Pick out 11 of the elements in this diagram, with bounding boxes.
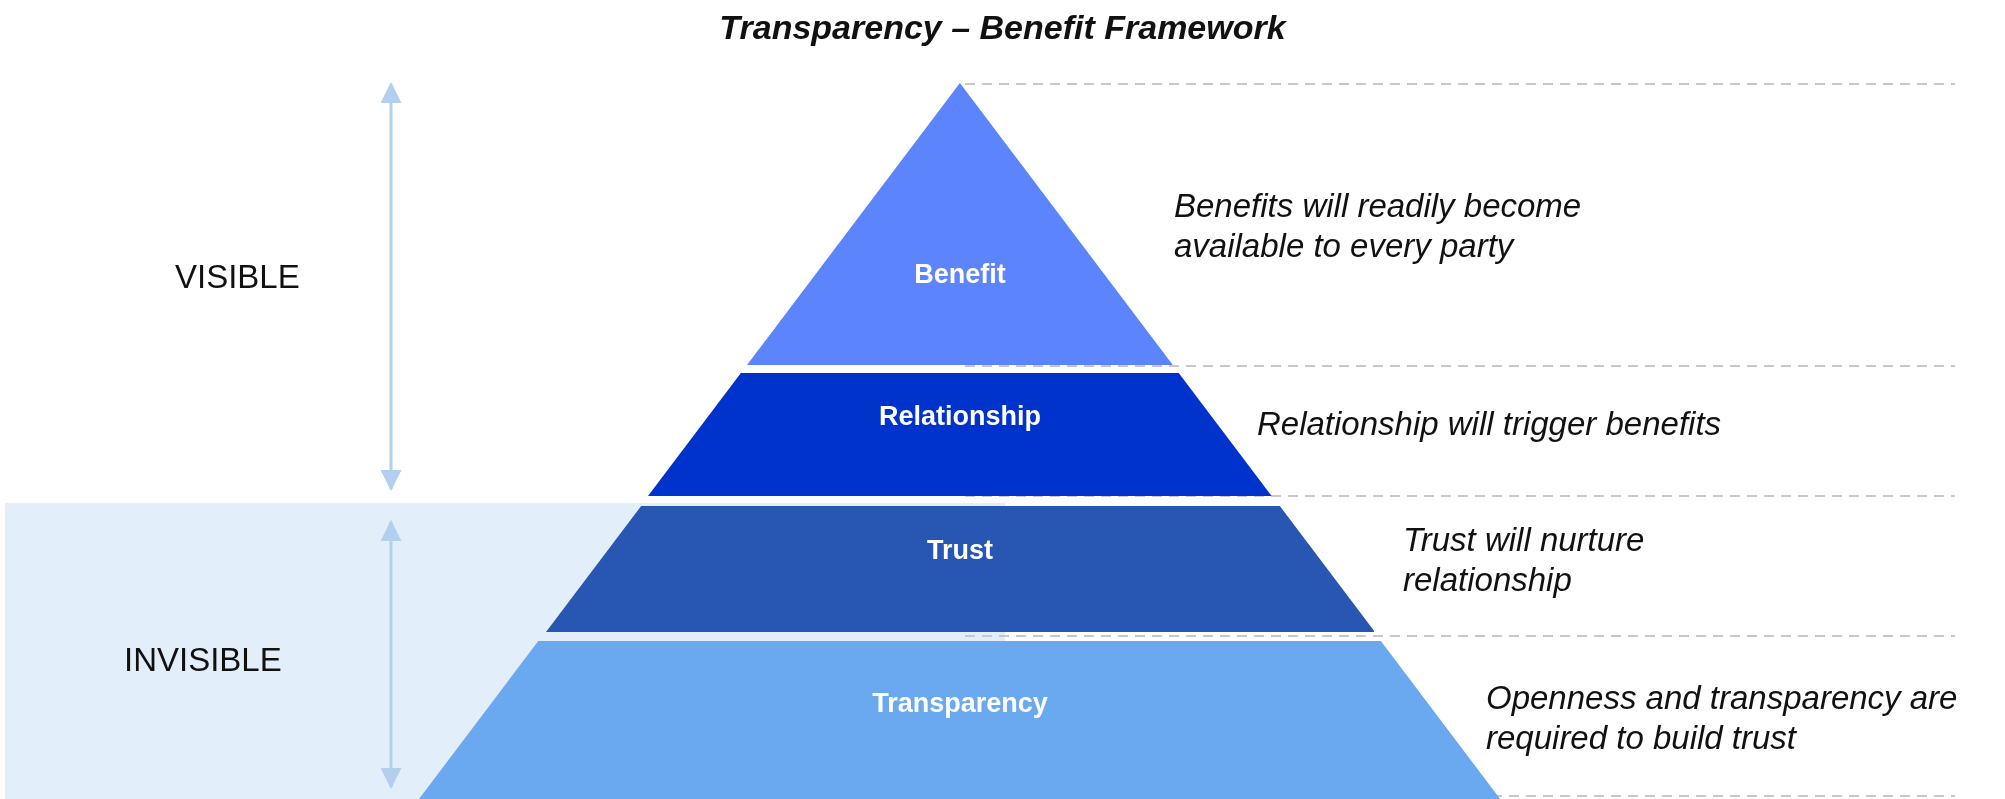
diagram-title: Transparency – Benefit Framework [718, 8, 1288, 47]
pyramid-tier [545, 506, 1375, 632]
side-label: INVISIBLE [124, 641, 282, 679]
tier-label: Benefit [913, 258, 1007, 290]
side-label: VISIBLE [175, 258, 300, 296]
tier-description: Openness and transparency are required to build trust [1486, 678, 1959, 758]
tier-label: Trust [926, 535, 994, 567]
tier-description: Relationship will trigger benefits [1257, 404, 1723, 444]
pyramid-tier [747, 83, 1173, 365]
tier-description: Benefits will readily become available to every party [1174, 186, 1583, 266]
tier-description: Trust will nurture relationship [1403, 520, 1646, 600]
